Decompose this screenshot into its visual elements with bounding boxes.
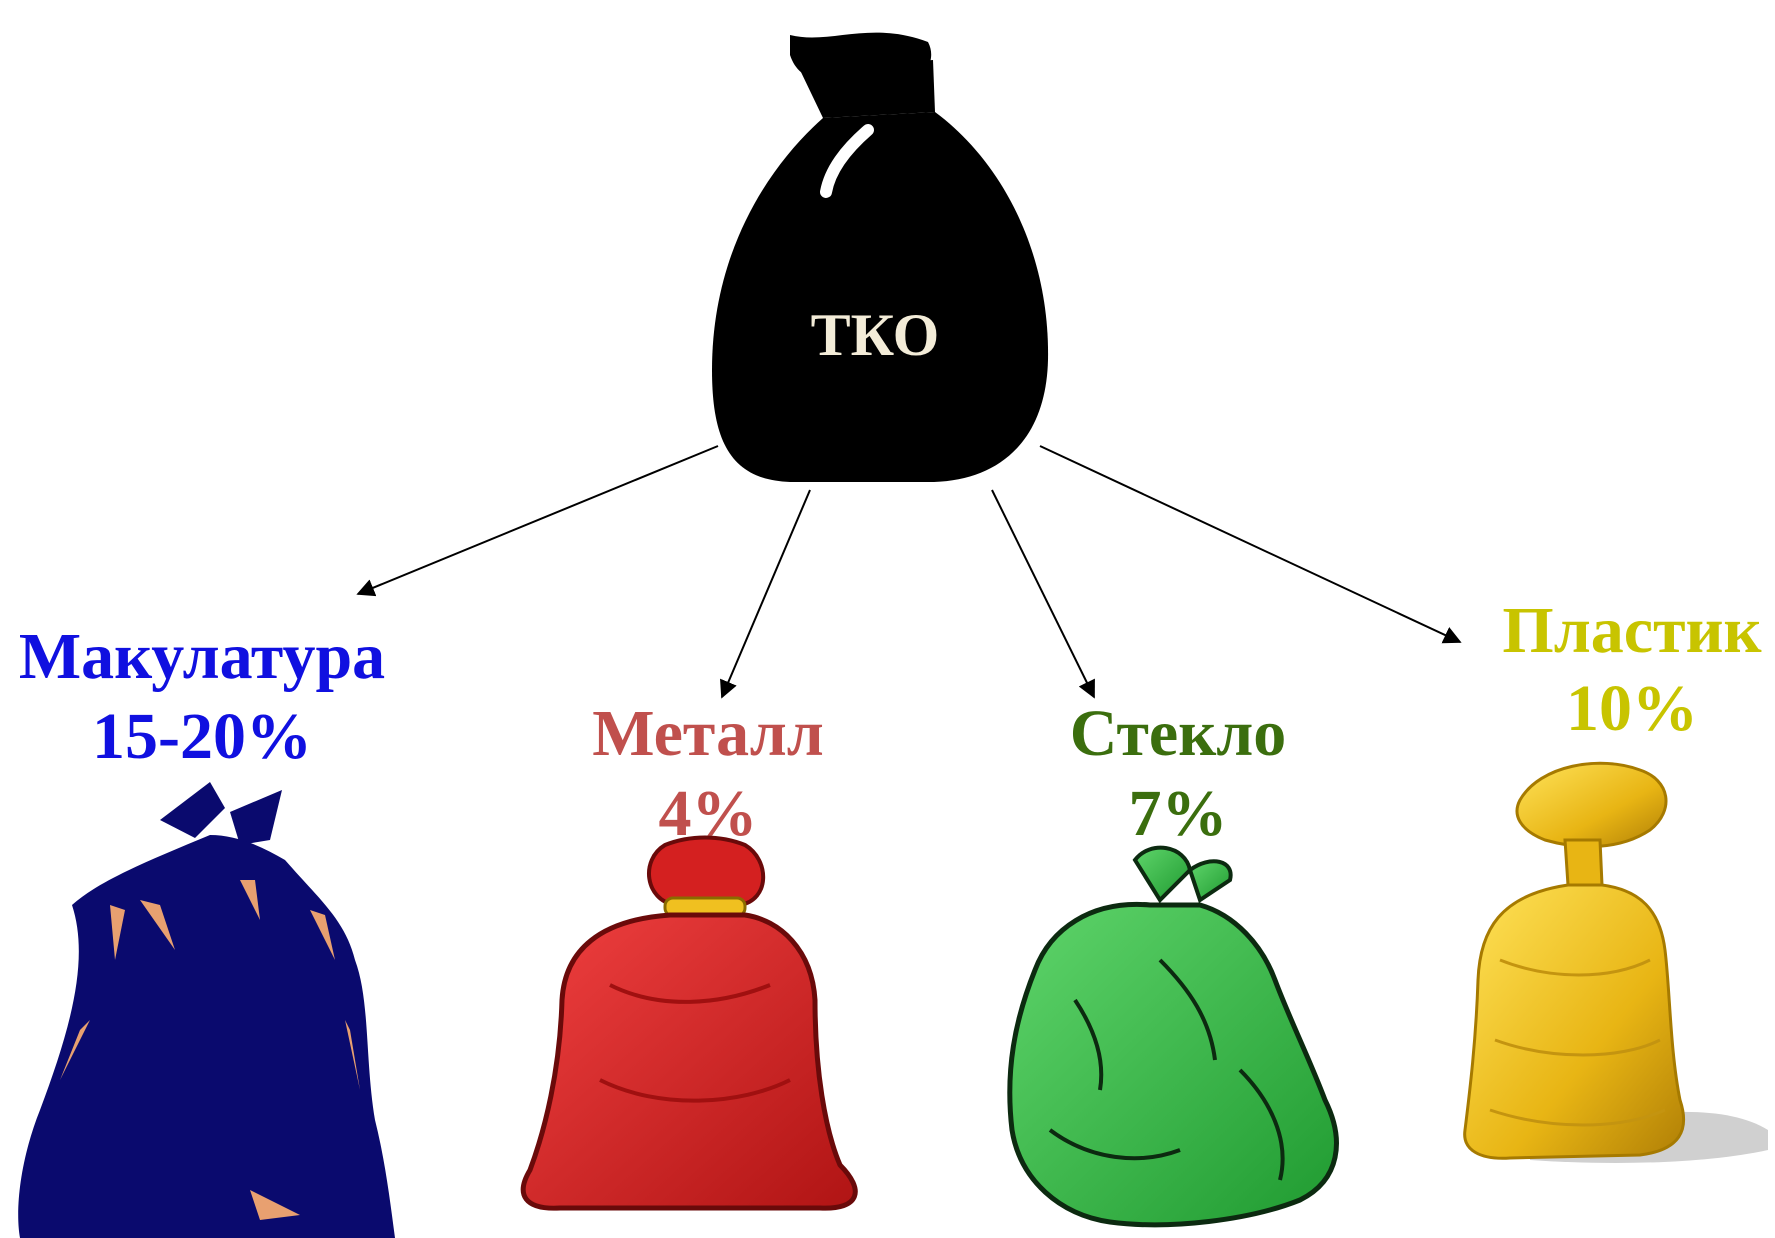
arrow-to-metal xyxy=(720,489,811,699)
sack-icon xyxy=(520,835,858,1211)
category-name: Макулатура xyxy=(19,620,385,693)
arrows xyxy=(356,445,1462,699)
category-name: Металл xyxy=(592,697,824,770)
category-name: Стекло xyxy=(1070,697,1287,770)
category-share: 7% xyxy=(1129,777,1228,850)
arrow-to-paper xyxy=(356,445,719,597)
category-share: 10% xyxy=(1566,672,1698,745)
root-label: ТКО xyxy=(811,302,940,368)
category-share: 15-20% xyxy=(92,700,312,773)
root-node: ТКО xyxy=(712,32,1049,482)
category-metal: Металл 4% xyxy=(520,697,858,1211)
mesh-sack-icon xyxy=(1463,761,1768,1163)
category-glass: Стекло 7% xyxy=(1007,697,1339,1228)
tied-bag-icon xyxy=(1007,845,1339,1228)
category-plastic: Пластик 10% xyxy=(1463,594,1768,1163)
money-bag-icon xyxy=(712,32,1049,482)
trash-bag-icon xyxy=(18,782,396,1238)
arrow-to-glass xyxy=(991,489,1095,699)
category-name: Пластик xyxy=(1502,594,1761,667)
category-paper: Макулатура 15-20% xyxy=(18,620,396,1238)
arrow-to-plastic xyxy=(1039,445,1462,644)
